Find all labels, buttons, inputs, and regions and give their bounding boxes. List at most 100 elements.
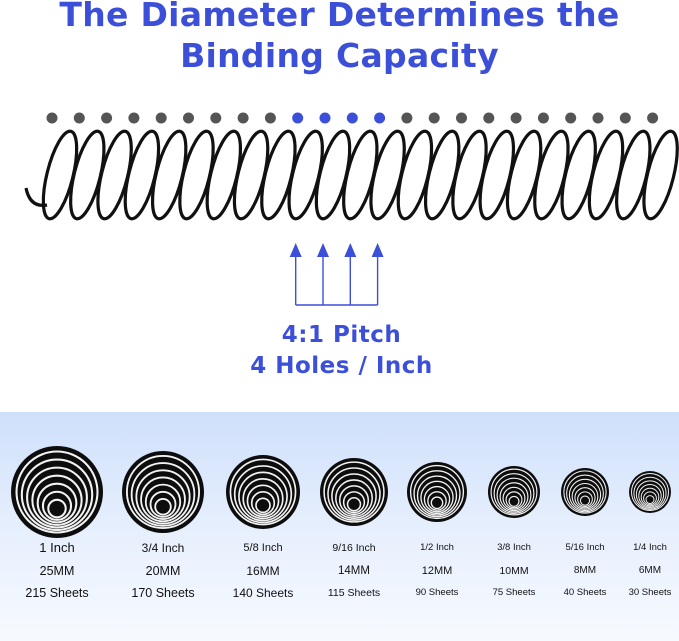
size-capacity: 170 Sheets bbox=[131, 586, 195, 600]
size-capacity: 40 Sheets bbox=[563, 587, 607, 598]
size-capacity: 115 Sheets bbox=[327, 587, 381, 599]
arrow-head bbox=[289, 243, 302, 257]
coil-ring-8 bbox=[629, 471, 671, 513]
coil-loop bbox=[396, 129, 434, 221]
punch-holes bbox=[46, 112, 659, 124]
punch-hole bbox=[428, 112, 440, 124]
coil-ring-1 bbox=[11, 446, 103, 538]
punch-hole bbox=[456, 112, 467, 124]
coil-loop bbox=[587, 129, 625, 221]
spiral-coil bbox=[24, 129, 679, 221]
coil-loop bbox=[69, 129, 106, 221]
punch-hole-highlighted bbox=[374, 112, 386, 124]
coil-ring-2 bbox=[122, 451, 204, 533]
coil-loop bbox=[41, 129, 79, 221]
coil-loop bbox=[260, 129, 297, 221]
punch-hole-highlighted bbox=[319, 112, 331, 124]
size-mm: 14MM bbox=[338, 564, 370, 577]
coil-loop bbox=[232, 129, 270, 221]
coil-loop bbox=[478, 129, 516, 221]
size-diameter: 1/4 Inch bbox=[633, 542, 667, 553]
coil-loop bbox=[642, 129, 679, 221]
punch-hole bbox=[401, 112, 413, 124]
punch-hole bbox=[565, 112, 577, 124]
size-mm: 25MM bbox=[39, 563, 75, 578]
coil-loop bbox=[615, 129, 652, 221]
coil-loop bbox=[560, 129, 597, 221]
size-spec-5: 1/2 Inch 12MM 90 Sheets bbox=[392, 537, 482, 605]
size-diameter: 3/8 Inch bbox=[497, 542, 531, 553]
pitch-arrows bbox=[289, 243, 384, 306]
title-line-1: The Diameter Determines the bbox=[59, 0, 620, 34]
size-mm: 8MM bbox=[573, 564, 597, 576]
coil-loop bbox=[369, 129, 406, 221]
title-line-2: Binding Capacity bbox=[180, 36, 499, 75]
punch-hole bbox=[237, 112, 249, 124]
punch-hole bbox=[592, 112, 604, 124]
punch-hole-highlighted bbox=[346, 112, 358, 124]
punch-hole bbox=[101, 112, 113, 124]
coil-loop bbox=[314, 129, 352, 221]
coil-rings bbox=[11, 446, 671, 538]
punch-hole bbox=[647, 112, 659, 124]
coil-loop bbox=[96, 129, 133, 221]
coil-ring-7 bbox=[561, 468, 609, 516]
size-mm: 6MM bbox=[638, 564, 662, 576]
size-diameter: 1/2 Inch bbox=[420, 542, 454, 553]
size-diameter: 5/8 Inch bbox=[243, 542, 283, 554]
holes-per-inch-label: 4 Holes / Inch bbox=[250, 353, 433, 379]
punch-hole-highlighted bbox=[292, 112, 304, 124]
punch-hole bbox=[210, 112, 222, 124]
arrow-head bbox=[371, 243, 384, 257]
size-mm: 16MM bbox=[246, 563, 280, 578]
coil-loop bbox=[287, 129, 324, 221]
punch-hole bbox=[128, 112, 140, 124]
size-spec-8: 1/4 Inch 6MM 30 Sheets bbox=[605, 537, 679, 605]
punch-hole bbox=[483, 112, 495, 124]
size-capacity: 90 Sheets bbox=[415, 587, 459, 598]
coil-loop bbox=[451, 129, 488, 221]
size-diameter: 5/16 Inch bbox=[565, 542, 605, 553]
coil-loop bbox=[533, 129, 570, 221]
size-capacity: 75 Sheets bbox=[492, 587, 536, 598]
size-spec-6: 3/8 Inch 10MM 75 Sheets bbox=[469, 537, 559, 605]
size-diameter: 3/4 Inch bbox=[141, 541, 185, 555]
coil-loop bbox=[150, 129, 188, 221]
arrow-group bbox=[289, 243, 384, 306]
size-spec-2: 3/4 Inch 20MM 170 Sheets bbox=[118, 537, 208, 605]
coil-ring-3 bbox=[226, 455, 300, 529]
size-diameter: 9/16 Inch bbox=[332, 542, 376, 554]
arrow-head bbox=[317, 243, 329, 257]
size-capacity: 215 Sheets bbox=[25, 586, 89, 600]
size-mm: 10MM bbox=[499, 564, 529, 577]
coil-loop bbox=[123, 129, 161, 221]
punch-hole bbox=[510, 112, 522, 124]
size-capacity: 140 Sheets bbox=[232, 586, 294, 600]
punch-hole bbox=[537, 112, 549, 124]
punch-hole bbox=[183, 112, 194, 124]
size-spec-4: 9/16 Inch 14MM 115 Sheets bbox=[309, 537, 399, 605]
size-spec-7: 5/16 Inch 8MM 40 Sheets bbox=[540, 537, 630, 605]
pitch-ratio-label: 4:1 Pitch bbox=[281, 322, 402, 348]
arrow-head bbox=[344, 243, 357, 257]
coil-ring-4 bbox=[320, 458, 388, 526]
size-mm: 12MM bbox=[421, 564, 453, 577]
coil-loop bbox=[505, 129, 543, 221]
punch-hole bbox=[155, 112, 167, 124]
coil-loop bbox=[423, 129, 461, 221]
punch-hole bbox=[73, 112, 85, 124]
coil-end bbox=[24, 187, 48, 207]
punch-hole bbox=[264, 112, 276, 124]
coil-ring-6 bbox=[488, 466, 540, 518]
punch-hole bbox=[619, 112, 631, 124]
coil-loop bbox=[205, 129, 243, 221]
size-capacity: 30 Sheets bbox=[628, 587, 672, 598]
coil-loop bbox=[178, 129, 215, 221]
punch-hole bbox=[46, 112, 58, 124]
size-mm: 20MM bbox=[145, 563, 181, 578]
coil-loop bbox=[342, 129, 379, 221]
spiral-coil-illustration bbox=[24, 112, 679, 221]
coil-ring-5 bbox=[407, 462, 467, 522]
